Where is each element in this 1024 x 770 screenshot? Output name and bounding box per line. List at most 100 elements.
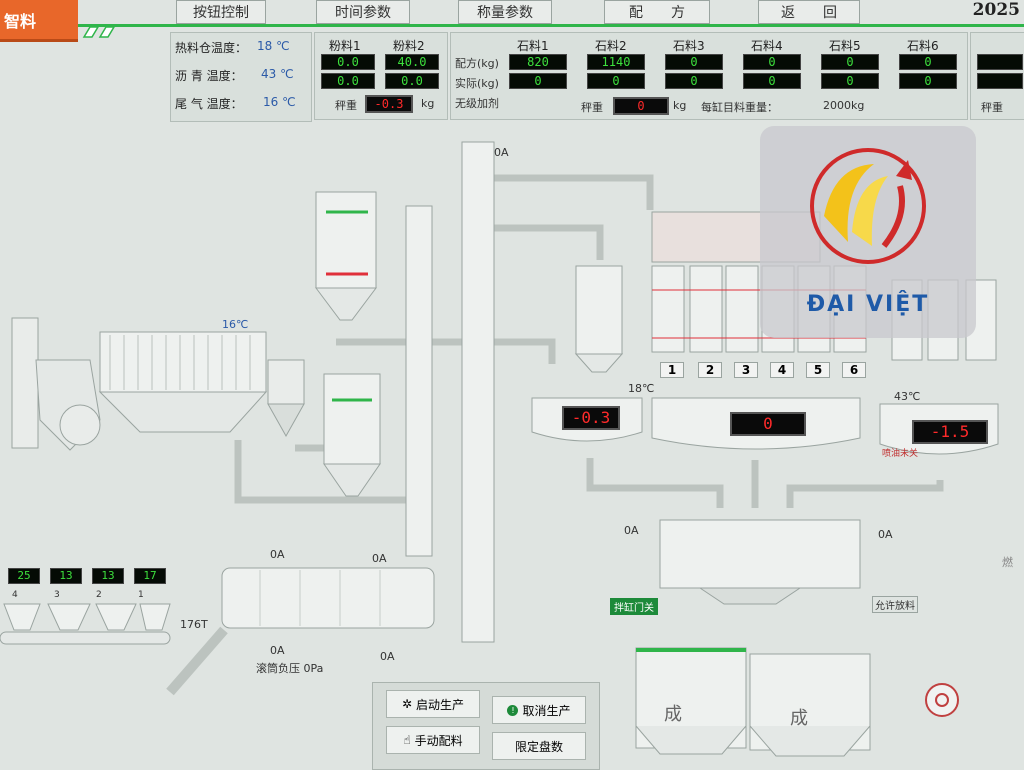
stone-scale-unit: kg: [673, 99, 687, 112]
stone-1-recipe: 820: [509, 54, 567, 70]
cold-feed-3-speed[interactable]: 13: [50, 568, 82, 584]
baghouse-temp: 16℃: [222, 318, 249, 331]
stone-4-recipe: 0: [743, 54, 801, 70]
start-production-button[interactable]: ✲启动生产: [386, 690, 480, 718]
hot-bin-temp-label: 热料仓温度：: [175, 41, 248, 55]
stone-1-header: 石料1: [517, 39, 549, 53]
stone-1-actual: 0: [509, 73, 567, 89]
hot-bin-4-number: 4: [770, 362, 794, 378]
powder-2-recipe: 40.0: [385, 54, 439, 70]
cold-feed-number: 3: [54, 590, 60, 600]
cold-feed-1-speed[interactable]: 17: [134, 568, 166, 584]
powder-panel: 粉料1 粉料2 0.0 40.0 0.0 0.0 秤重 -0.3 kg: [314, 32, 448, 120]
hotbin-temp: 18℃: [628, 382, 655, 395]
hot-bin-6-number: 6: [842, 362, 866, 378]
stone-4-actual: 0: [743, 73, 801, 89]
batch-weight-label: 每缸目料重量：: [701, 101, 778, 114]
watermark-text: ĐẠI VIỆT: [806, 292, 930, 317]
module-title-tab[interactable]: 智料: [0, 0, 78, 42]
hot-bin-2-number: 2: [698, 362, 722, 378]
actual-row-label: 实际(kg): [455, 77, 499, 90]
powder-scale-unit: kg: [421, 97, 435, 110]
asphalt-temp-label: 沥 青 温度：: [175, 69, 243, 83]
tab-label: 称量参数: [477, 5, 533, 21]
stone-6-recipe: 0: [899, 54, 957, 70]
cancel-production-button[interactable]: !取消生产: [492, 696, 586, 724]
drum-current-outlet: 0A: [380, 650, 395, 663]
manual-batching-button[interactable]: ☝手动配料: [386, 726, 480, 754]
tab-label: 返 回: [781, 5, 837, 21]
watermark-logo: ĐẠI VIỆT: [760, 126, 976, 338]
aggregate-scale-display: 0: [730, 412, 806, 436]
filler-scale-display: -0.3: [562, 406, 620, 430]
drum-current-left: 0A: [270, 548, 285, 561]
stone-3-actual: 0: [665, 73, 723, 89]
temperature-panel: 热料仓温度： 18 ℃ 沥 青 温度： 43 ℃ 尾 气 温度： 16 ℃: [170, 32, 312, 122]
stone-6-actual: 0: [899, 73, 957, 89]
asphalt-scale-display: -1.5: [912, 420, 988, 444]
powder-scale-label: 秤重: [335, 99, 357, 112]
powder-2-header: 粉料2: [393, 39, 425, 53]
powder-2-actual: 0.0: [385, 73, 439, 89]
hot-bin-5-number: 5: [806, 362, 830, 378]
stepless-additive-label: 无级加剂: [455, 97, 499, 110]
cold-feed-2-speed[interactable]: 13: [92, 568, 124, 584]
recipe-row-label: 配方(kg): [455, 57, 499, 70]
batch-weight-value: 2000kg: [823, 99, 865, 112]
hand-icon: ☝: [403, 733, 411, 747]
right-scale-label: 秤重: [981, 101, 1003, 114]
header-divider: [78, 24, 1024, 27]
powder-scale-value: -0.3: [365, 95, 413, 113]
tab-button-control[interactable]: 按钮控制: [176, 0, 266, 24]
stone-5-recipe: 0: [821, 54, 879, 70]
storage-bin-1-label: 成: [664, 704, 682, 725]
aggregate-panel: 配方(kg) 实际(kg) 无级加剂 秤重 0 kg 每缸目料重量： 2000k…: [450, 32, 968, 120]
cold-feed-number: 1: [138, 590, 144, 600]
fan-icon: ✲: [401, 697, 413, 711]
tab-weigh-params[interactable]: 称量参数: [458, 0, 552, 24]
asphalt-valve-status: 喷油未关: [882, 449, 919, 459]
cold-feed-number: 2: [96, 590, 102, 600]
tab-label: 配 方: [629, 5, 685, 21]
mixer-current-left: 0A: [624, 524, 639, 537]
cold-feed-number: 4: [12, 590, 18, 600]
module-title: 智料: [4, 11, 37, 31]
elevator-current: 0A: [494, 146, 509, 159]
button-label: 手动配料: [414, 733, 463, 748]
stone-scale-label: 秤重: [581, 101, 603, 114]
stone-scale-value: 0: [613, 97, 669, 115]
right-digit-1: [977, 54, 1023, 70]
mixer-door-status: 拌缸门关: [610, 598, 658, 615]
cold-feed-4-speed[interactable]: 25: [8, 568, 40, 584]
burner-label: 燃: [1002, 556, 1013, 569]
stone-5-header: 石料5: [829, 39, 861, 53]
allow-discharge-status: 允许放料: [872, 596, 918, 613]
button-label: 启动生产: [416, 697, 465, 712]
button-label: 限定盘数: [514, 739, 563, 754]
powder-1-actual: 0.0: [321, 73, 375, 89]
right-panel: 秤重: [970, 32, 1024, 120]
exhaust-temp-value: 16 ℃: [263, 95, 296, 109]
powder-1-recipe: 0.0: [321, 54, 375, 70]
hot-bin-1-number: 1: [660, 362, 684, 378]
progress-chevrons: [82, 26, 116, 38]
right-digit-2: [977, 73, 1023, 89]
stone-2-actual: 0: [587, 73, 645, 89]
storage-bin-2-label: 成: [790, 708, 808, 729]
back-button[interactable]: 返 回: [758, 0, 860, 24]
powder-1-header: 粉料1: [329, 39, 361, 53]
stone-2-header: 石料2: [595, 39, 627, 53]
tab-time-params[interactable]: 时间参数: [316, 0, 410, 24]
stone-6-header: 石料6: [907, 39, 939, 53]
exhaust-temp-label: 尾 气 温度：: [175, 97, 243, 111]
asphalt-temp-value: 43 ℃: [261, 67, 294, 81]
stone-4-header: 石料4: [751, 39, 783, 53]
stone-5-actual: 0: [821, 73, 879, 89]
drum-pressure: 滚筒负压 0Pa: [256, 662, 324, 675]
limit-batches-button[interactable]: 限定盘数: [492, 732, 586, 760]
mixer-current-right: 0A: [878, 528, 893, 541]
stop-icon: !: [507, 704, 519, 716]
button-label: 取消生产: [522, 703, 571, 718]
tab-recipe[interactable]: 配 方: [604, 0, 710, 24]
belt-throughput: 176T: [180, 618, 208, 631]
